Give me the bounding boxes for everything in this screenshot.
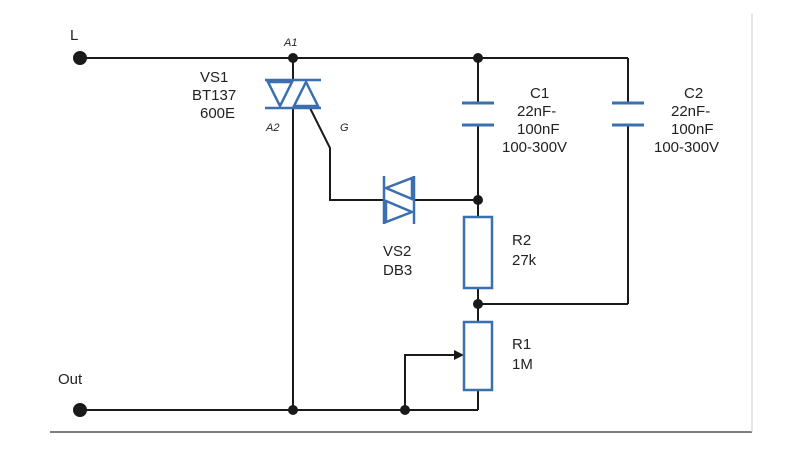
wiper-arrow	[454, 350, 464, 360]
terminal-out-label: Out	[58, 371, 83, 388]
triac-pin-a2-label: A2	[265, 122, 279, 134]
c2-value-line1: 22nF-	[671, 103, 710, 120]
terminal-line-dot	[73, 51, 87, 65]
diac-part-label: DB3	[383, 262, 412, 279]
r2-ref-label: R2	[512, 232, 531, 249]
c1-value-line1: 22nF-	[517, 103, 556, 120]
figure-frame	[50, 14, 753, 433]
wire-gate	[309, 107, 384, 201]
triac-pin-a1-label: A1	[283, 37, 297, 49]
triac-rating-label: 600E	[200, 105, 235, 122]
resistor-r2-symbol	[462, 215, 494, 290]
junction-top-c1	[473, 53, 483, 63]
terminal-line-label: L	[70, 27, 78, 44]
c1-value-line2: 100nF	[517, 121, 560, 138]
diac-ref-label: VS2	[383, 243, 411, 260]
junction-r2-r1	[473, 299, 483, 309]
c1-voltage-label: 100-300V	[502, 139, 567, 156]
junction-diac-c1	[473, 195, 483, 205]
capacitor-c1-symbol	[462, 101, 494, 127]
capacitor-c2-symbol	[612, 101, 644, 127]
junction-bottom-wiper	[400, 405, 410, 415]
c2-voltage-label: 100-300V	[654, 139, 719, 156]
triac-pin-g-label: G	[340, 122, 349, 134]
triac-ref-label: VS1	[200, 69, 228, 86]
resistor-r1-symbol	[462, 320, 494, 392]
r1-value-label: 1M	[512, 356, 533, 373]
r2-value-label: 27k	[512, 252, 537, 269]
c2-ref-label: C2	[684, 85, 703, 102]
triac-part-label: BT137	[192, 87, 236, 104]
wire-wiper	[404, 354, 456, 410]
diac-symbol	[382, 176, 416, 224]
c2-value-line2: 100nF	[671, 121, 714, 138]
junction-bottom-triac	[288, 405, 298, 415]
junction-a1	[288, 53, 298, 63]
junctions	[73, 51, 483, 417]
terminal-out-dot	[73, 403, 87, 417]
triac-symbol	[265, 78, 321, 110]
r1-ref-label: R1	[512, 336, 531, 353]
c1-ref-label: C1	[530, 85, 549, 102]
